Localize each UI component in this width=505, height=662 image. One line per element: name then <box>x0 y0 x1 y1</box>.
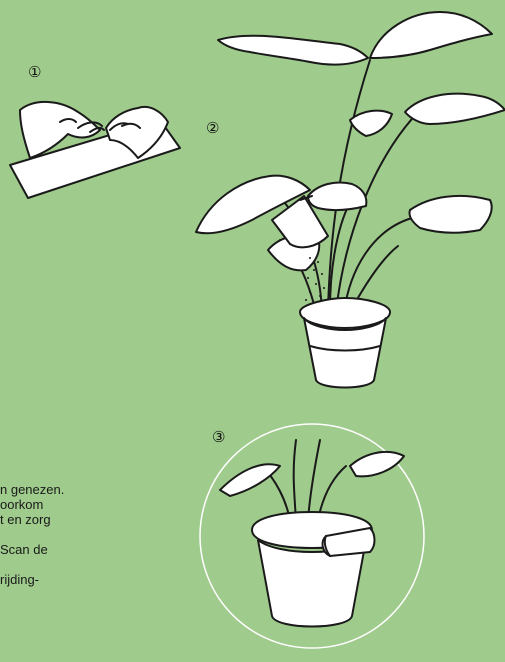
pot-with-sachet-detail-icon <box>200 424 424 648</box>
hands-opening-sachet-icon <box>10 102 180 198</box>
houseplant-illustration-icon <box>196 12 505 388</box>
